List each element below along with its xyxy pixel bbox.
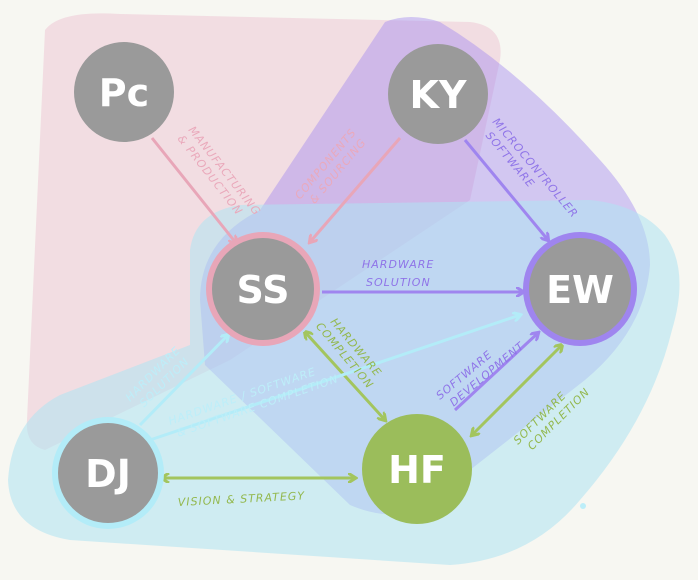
edge-ss-hf xyxy=(305,332,385,420)
edge-ew-hf xyxy=(472,345,562,435)
node-dj[interactable]: DJ xyxy=(52,417,164,529)
node-ew[interactable]: EW xyxy=(523,232,637,346)
stray-dot xyxy=(580,503,586,509)
edge-ky-ew xyxy=(463,139,548,240)
node-ss[interactable]: SS xyxy=(206,232,320,346)
node-pc-label: Pc xyxy=(99,71,149,115)
node-dj-label: DJ xyxy=(85,452,131,496)
node-ky-label: KY xyxy=(410,73,467,117)
node-ew-label: EW xyxy=(546,268,614,312)
node-hf-label: HF xyxy=(388,448,446,492)
edge-pc-ss xyxy=(150,137,236,243)
node-ss-label: SS xyxy=(236,268,289,312)
label-ss-ew: HARDWARE SOLUTION xyxy=(362,258,439,289)
node-pc[interactable]: Pc xyxy=(74,42,174,142)
node-hf[interactable]: HF xyxy=(362,414,472,524)
edge-dj-ss xyxy=(138,335,228,427)
edge-dj-ew xyxy=(149,315,520,442)
edge-ky-ss xyxy=(310,137,402,242)
node-ky[interactable]: KY xyxy=(388,44,488,144)
